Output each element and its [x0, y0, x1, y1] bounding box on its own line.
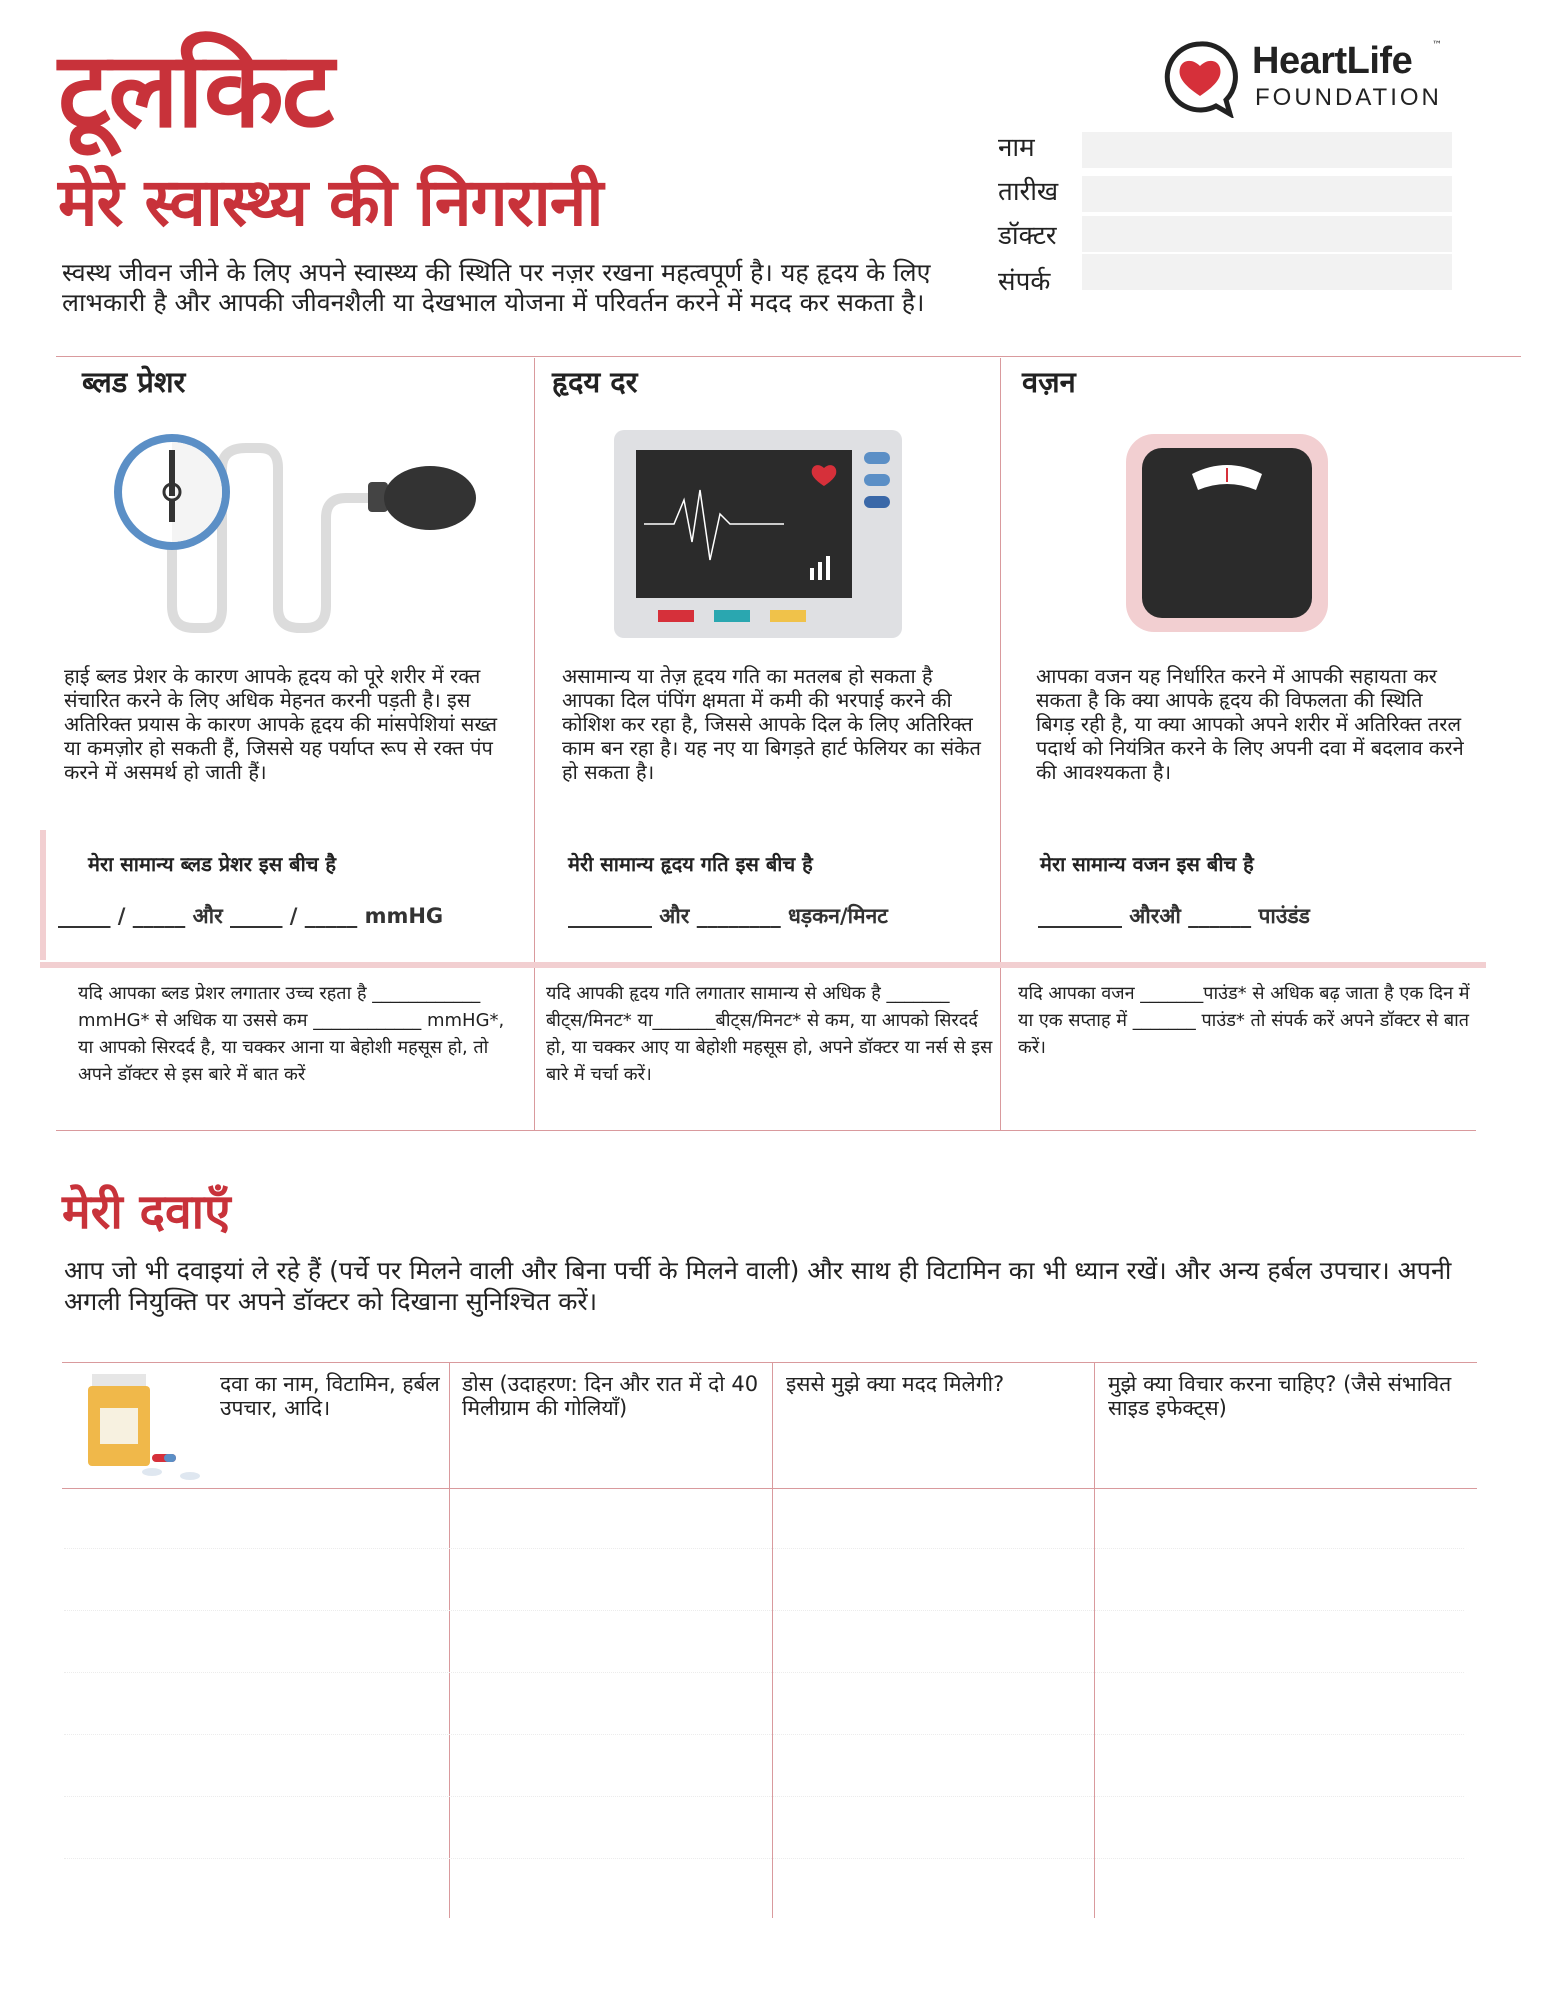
- table-header-dose: डोस (उदाहरण: दिन और रात में दो 40 मिलीग्…: [462, 1372, 759, 1420]
- contact-field[interactable]: [1082, 254, 1452, 290]
- logo-subtitle: FOUNDATION: [1255, 84, 1442, 111]
- section-divider-bottom: [56, 1130, 1476, 1131]
- weight-warning: यदि आपका वजन _______पाउंड* से अधिक बढ़ ज…: [1018, 983, 1470, 1058]
- heart-monitor-icon: [614, 430, 902, 638]
- table-row[interactable]: [64, 1734, 1464, 1735]
- pink-accent-horizontal: [40, 962, 1486, 968]
- page-title: टूलकिट: [58, 29, 334, 151]
- doctor-label: डॉक्टर: [998, 221, 1057, 251]
- medications-description: आप जो भी दवाइयां ले रहे हैं (पर्चे पर मि…: [64, 1256, 1452, 1316]
- doctor-field[interactable]: [1082, 216, 1452, 252]
- table-row[interactable]: [64, 1796, 1464, 1797]
- name-field[interactable]: [1082, 132, 1452, 168]
- table-header-purpose: इससे मुझे क्या मदद मिलेगी?: [786, 1372, 1005, 1396]
- table-row[interactable]: [64, 1548, 1464, 1549]
- logo-trademark: ™: [1432, 40, 1442, 51]
- column-divider-1: [534, 358, 535, 1130]
- weight-normal-label: मेरा सामान्य वजन इस बीच है: [1040, 852, 1254, 876]
- logo-brand-text: HeartLife: [1252, 40, 1413, 82]
- section-divider-top: [56, 356, 1521, 357]
- table-row[interactable]: [64, 1610, 1464, 1611]
- intro-text: स्वस्थ जीवन जीने के लिए अपने स्वास्थ्य क…: [62, 258, 931, 317]
- date-label: तारीख: [998, 177, 1059, 207]
- heartlife-logo: HeartLife ™ FOUNDATION: [1160, 38, 1460, 118]
- table-header-border: [62, 1488, 1477, 1489]
- table-row[interactable]: [64, 1858, 1464, 1859]
- pink-accent-vertical: [40, 830, 46, 960]
- heart-rate-title: हृदय दर: [552, 365, 638, 399]
- page-subtitle: मेरे स्वास्थ्य की निगरानी: [58, 164, 603, 241]
- weighing-scale-icon: [1126, 434, 1328, 632]
- blood-pressure-gauge-icon: [114, 434, 476, 633]
- weight-title: वज़न: [1022, 365, 1076, 399]
- blood-pressure-title: ब्लड प्रेशर: [82, 365, 186, 399]
- table-header-considerations: मुझे क्या विचार करना चाहिए? (जैसे संभावि…: [1108, 1372, 1452, 1420]
- table-header-medication: दवा का नाम, विटामिन, हर्बल उपचार, आदि।: [220, 1372, 440, 1420]
- weight-description: आपका वजन यह निर्धारित करने में आपकी सहाय…: [1036, 664, 1464, 784]
- weight-range-field[interactable]: ________ औरऔ ______ पाउंडंड: [1038, 904, 1310, 928]
- medications-title: मेरी दवाएँ: [62, 1184, 231, 1240]
- blood-pressure-normal-label: मेरा सामान्य ब्लड प्रेशर इस बीच है: [88, 852, 337, 876]
- column-divider-2: [1000, 358, 1001, 1130]
- heart-rate-description: असामान्य या तेज़ हृदय गति का मतलब हो सकत…: [562, 664, 981, 784]
- blood-pressure-description: हाई ब्लड प्रेशर के कारण आपके हृदय को पूर…: [64, 664, 498, 784]
- pill-bottle-icon: [88, 1374, 200, 1480]
- table-column-divider-3: [1094, 1362, 1095, 1918]
- heart-logo-icon: [1164, 41, 1238, 118]
- table-row[interactable]: [64, 1672, 1464, 1673]
- heart-rate-normal-label: मेरी सामान्य हृदय गति इस बीच है: [568, 852, 813, 876]
- contact-label: संपर्क: [998, 267, 1051, 297]
- heart-rate-range-field[interactable]: ________ और ________ धड़कन/मिनट: [568, 904, 888, 928]
- date-field[interactable]: [1082, 176, 1452, 212]
- blood-pressure-warning: यदि आपका ब्लड प्रेशर लगातार उच्च रहता है…: [78, 983, 505, 1085]
- table-column-divider-2: [772, 1362, 773, 1918]
- table-column-divider-1: [449, 1362, 450, 1918]
- table-top-border: [62, 1362, 1477, 1363]
- heart-rate-warning: यदि आपकी हृदय गति लगातार सामान्य से अधिक…: [546, 983, 993, 1085]
- blood-pressure-range-field[interactable]: _____ / _____ और _____ / _____ mmHG: [58, 904, 444, 928]
- name-label: नाम: [998, 133, 1035, 163]
